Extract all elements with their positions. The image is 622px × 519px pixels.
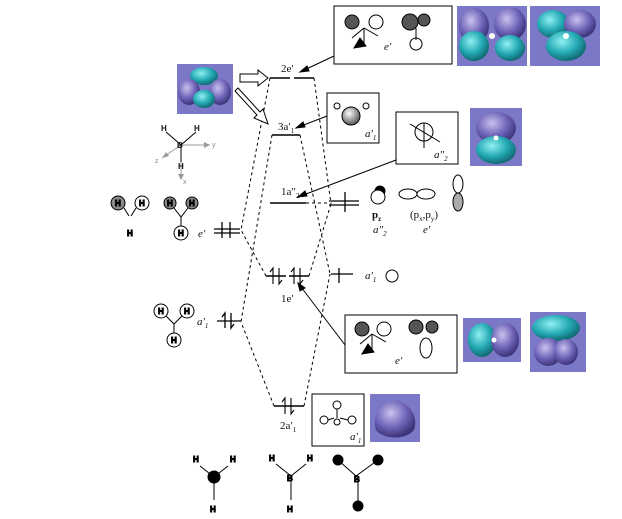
electrons-2a1 [281,396,295,416]
orbital-render-mid2 [530,312,586,372]
svg-text:H: H [161,124,167,133]
orbital-render-topleft [177,64,233,114]
hollow-arrows [234,68,269,125]
bottom-h3: H H H [193,455,237,515]
box-mid-e: e′ [344,314,458,374]
label-2e: 2e′ [281,63,294,75]
label-pxpy: (px,py) [410,209,438,223]
label-1e: 1e′ [281,293,294,305]
svg-text:H: H [210,505,216,514]
box-top-e: e′ [333,5,453,65]
box-top-e-label: e′ [384,41,392,53]
bottom-bh3: H H B H [269,454,314,515]
h3-fragment-a1: H H H [153,303,195,348]
left-label-a1: a′1 [197,316,208,330]
box-a2-label: a″2 [434,149,448,163]
svg-text:H: H [178,229,184,238]
svg-text:H: H [194,124,200,133]
box-a1-label: a′1 [365,128,376,142]
mo-levels [266,77,314,407]
svg-text:H: H [193,455,199,464]
svg-text:H: H [127,229,133,238]
orbital-render-bottom [370,394,420,442]
bottom-b-orbitals: B [332,454,384,512]
label-3a1: 3a′1 [278,121,295,135]
svg-text:z: z [155,158,159,165]
axis-sketch: H H B H y x z [155,124,216,186]
svg-text:H: H [178,162,184,171]
h3-fragment-e2: H H H [163,196,199,241]
svg-text:H: H [115,199,121,208]
label-2a1: 2a′1 [280,420,297,434]
right-levels [329,192,359,283]
svg-text:H: H [167,199,173,208]
box-a1: a′1 [326,92,380,144]
orbital-render-top2 [530,6,600,66]
label-pxpy-sym: e′ [423,224,431,236]
svg-text:H: H [287,505,293,514]
box-bottom-a1: a′1 [311,393,365,447]
correlation-lines [240,77,332,407]
p-orbitals [370,174,464,283]
label-pz: pz [372,209,381,223]
orbital-render-mid1 [463,318,521,362]
box-bottom-a1-label: a′1 [350,431,361,445]
svg-text:H: H [189,199,195,208]
label-1a2: 1a″2 [281,186,300,200]
svg-text:H: H [171,336,177,345]
orbital-render-a2 [470,108,522,166]
left-levels [214,222,241,330]
svg-text:H: H [307,454,313,463]
svg-text:H: H [269,454,275,463]
label-pz-sym: a″2 [373,224,387,238]
svg-text:H: H [139,199,145,208]
left-label-e: e′ [198,228,206,240]
svg-text:B: B [354,475,360,484]
svg-text:x: x [183,179,187,186]
svg-text:B: B [177,141,183,150]
pointer-arrows [294,55,397,346]
right-label-a1: a′1 [365,270,376,284]
box-mid-e-label: e′ [395,355,403,367]
svg-text:H: H [158,307,164,316]
svg-text:H: H [184,307,190,316]
h3-fragment-e1: H H H [110,195,150,239]
orbital-render-top1 [457,6,527,66]
box-a2: a″2 [395,111,459,165]
svg-text:y: y [212,142,216,149]
svg-text:B: B [287,474,293,483]
svg-text:H: H [230,455,236,464]
